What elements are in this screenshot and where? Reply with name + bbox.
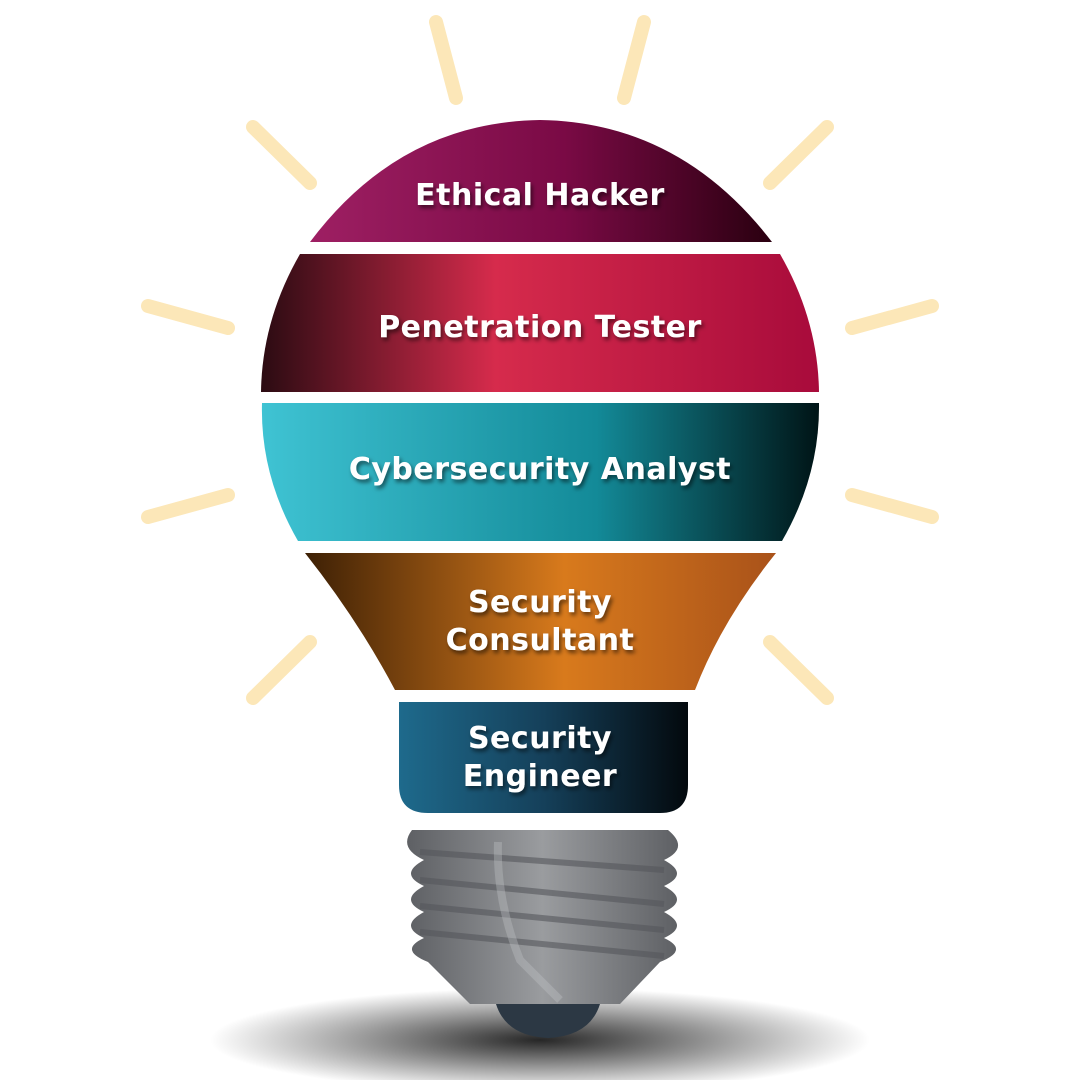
tier-label-security-engineer-line1: Security	[468, 721, 612, 756]
ray-mid-right	[845, 299, 939, 335]
tier-label-security-engineer-line2: Engineer	[463, 759, 617, 794]
tier-label-security-consultant-line1: Security	[468, 585, 612, 620]
bulb-tip	[496, 1004, 600, 1038]
tier-label-penetration-tester: Penetration Tester	[378, 310, 702, 345]
tier-ethical-hacker-band	[310, 120, 772, 242]
tier-label-cybersecurity-analyst: Cybersecurity Analyst	[349, 452, 731, 487]
tier-label-security-consultant-line2: Consultant	[446, 623, 635, 658]
tier-cybersecurity-analyst-band	[261, 403, 820, 541]
ray-upper-left	[246, 120, 317, 190]
ray-upper-right	[763, 120, 834, 190]
ray-top-left	[429, 15, 463, 105]
ray-lower-left	[141, 488, 235, 524]
ray-mid-left	[141, 299, 235, 335]
light-rays	[141, 15, 939, 705]
tier-label-ethical-hacker: Ethical Hacker	[415, 178, 665, 213]
bulb-screw-base	[407, 830, 679, 1004]
tier-security-engineer-band	[399, 702, 688, 813]
ray-bottom-left	[246, 635, 317, 705]
tier-penetration-tester-band	[261, 254, 819, 392]
ray-lower-right	[845, 488, 939, 524]
ray-bottom-right	[763, 635, 834, 705]
tier-security-consultant-band	[305, 553, 776, 690]
ray-top-right	[617, 15, 651, 105]
